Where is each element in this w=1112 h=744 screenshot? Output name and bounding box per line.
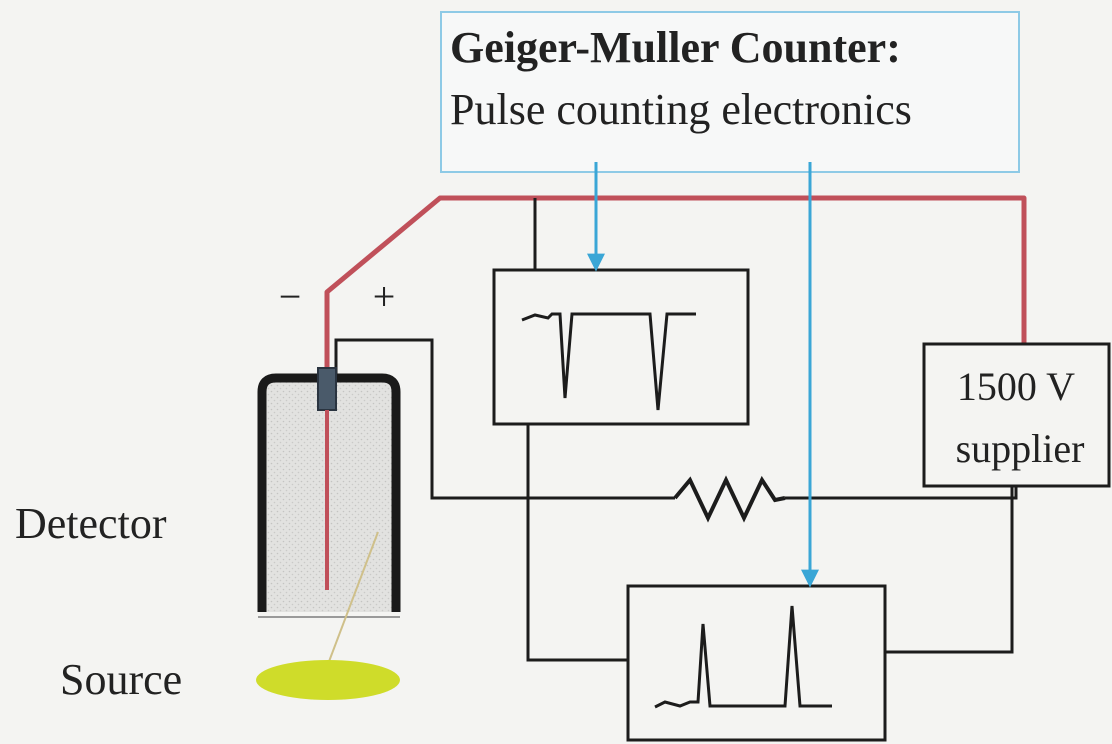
detector-tube (257, 367, 401, 618)
scope-top-trace (521, 312, 696, 411)
wire-resistor-to-supply (785, 486, 1018, 500)
radiation-track (321, 531, 379, 681)
title-box-frame (440, 11, 1020, 173)
title-box-title: Geiger-Muller Counter: (450, 23, 901, 72)
scope-top-frame (492, 268, 750, 426)
positive-terminal-label: + (373, 274, 396, 319)
scope-bottom-trace (654, 605, 832, 709)
radioactive-source (256, 660, 400, 700)
wire-supply-to-scope-bottom (885, 486, 1014, 654)
power-supply: 1500 V supplier (922, 342, 1111, 488)
resistor (673, 475, 786, 523)
wire-scope-top-to-scope-bottom (526, 424, 628, 662)
title-box: Geiger-Muller Counter: Pulse counting el… (440, 11, 1020, 173)
power-supply-voltage: 1500 V (957, 364, 1075, 409)
circuit-wires (334, 198, 1018, 662)
power-supply-frame (922, 342, 1111, 488)
detector-electrode-plug (317, 367, 337, 411)
detector-label: Detector (15, 499, 167, 548)
pointer-arrows (587, 162, 819, 588)
title-box-subtitle: Pulse counting electronics (450, 85, 912, 134)
negative-terminal-label: − (279, 274, 302, 319)
power-supply-label: supplier (956, 426, 1085, 471)
oscilloscope-positive-pulses (626, 584, 887, 742)
oscilloscope-negative-pulses (492, 268, 750, 426)
wire-anode-to-resistor (334, 338, 675, 500)
scope-bottom-frame (626, 584, 887, 742)
source-label: Source (60, 655, 182, 704)
